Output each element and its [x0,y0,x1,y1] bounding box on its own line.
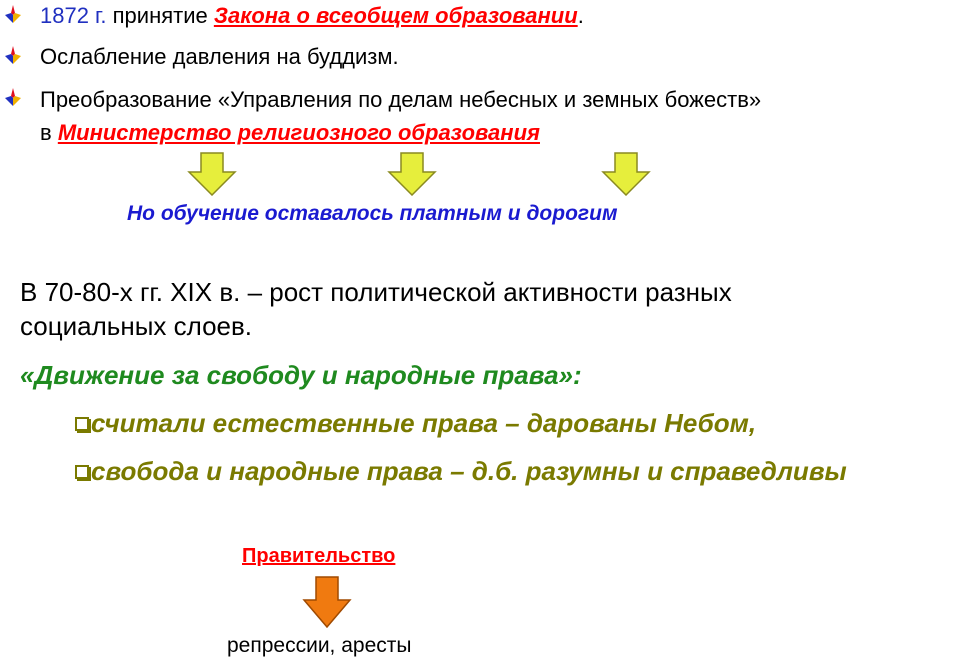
bullet-buddhism: Ослабление давления на буддизм. [40,44,399,69]
repressions-text: репрессии, аресты [227,634,412,657]
bullet-text: принятие [106,3,214,28]
activity-paragraph-line1: В 70-80-х гг. XIX в. – рост политической… [20,277,732,307]
bullet-law: 1872 г. принятие Закона о всеобщем образ… [40,3,584,29]
checkbox-icon [75,417,89,431]
government-label: Правительство [242,545,396,567]
movement-item: свобода и народные права – д.б. разумны … [75,456,847,487]
activity-paragraph-line2: социальных слоев. [20,311,253,341]
movement-item-text: свобода и народные права – д.б. разумны … [91,456,847,486]
down-arrow-icon [302,576,352,628]
prefix-text: в [40,120,58,145]
bullet-icon [5,5,21,23]
bullet-icon [5,46,21,64]
movement-item-text: считали естественные права – дарованы Не… [91,408,757,438]
bullet-ministry-line1: Преобразование «Управления по делам небе… [40,87,762,112]
year-text: 1872 г. [40,3,107,28]
movement-title: «Движение за свободу и народные права»: [20,360,582,390]
checkbox-icon [75,465,89,479]
down-arrow-icon [601,152,651,196]
bullet-icon [5,88,21,106]
bullet-end: . [577,3,584,28]
ministry-highlight: Министерство религиозного образования [57,120,540,145]
paid-education-note: Но обучение оставалось платным и дорогим [127,202,618,225]
law-highlight: Закона о всеобщем образовании [213,3,578,28]
down-arrow-icon [187,152,237,196]
movement-item: считали естественные права – дарованы Не… [75,408,756,439]
bullet-ministry-line2: в Министерство религиозного образования [40,120,540,146]
down-arrow-icon [387,152,437,196]
